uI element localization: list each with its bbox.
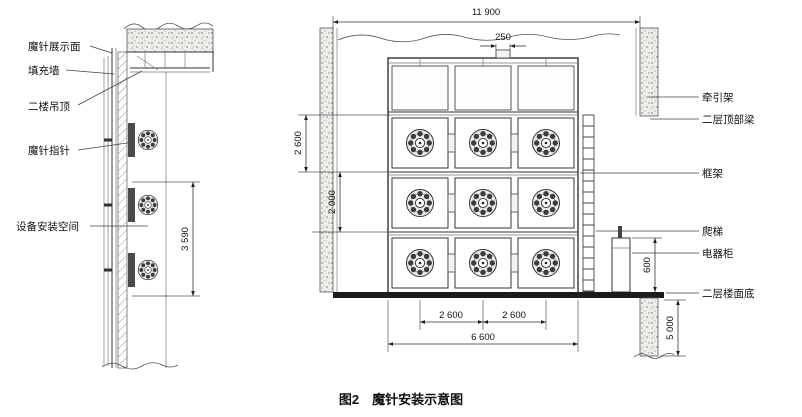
pointer-mark [104,203,112,207]
labels-left: 魔针展示面 填充墙 二楼吊顶 魔针指针 设备安装空间 [16,40,148,233]
dim-install-height: 3 590 [180,227,191,251]
needle-units-section [104,123,159,287]
dim-cabinet-clearance: 600 [642,257,653,273]
dim-floor-height: 5 000 [665,316,676,340]
label-needle-pointer: 魔针指针 [28,144,70,157]
break-line-top [123,22,214,31]
traction-panel [454,65,512,111]
top-beam-hatch [639,27,659,117]
pointer-mark [104,268,112,272]
fill-wall-hatch [117,51,128,369]
needle-row-2 [391,177,575,229]
traction-panel [391,65,449,111]
label-display-surface: 魔针展示面 [28,40,81,53]
labels-right: 牵引架 二层顶部梁 框架 爬梯 电器柜 二层楼面底 [580,91,755,300]
suspended-ceiling [130,52,210,73]
dim-overall-width: 11 900 [472,7,500,18]
pointer-mark [104,138,112,142]
main-frame [387,49,579,297]
bracket [128,188,135,222]
ceiling-slab-hatch [126,28,214,53]
needle-row-1 [391,117,575,169]
break-line-ground [633,352,675,359]
dim-row-upper: 2 600 [293,131,304,155]
label-top-beam: 二层顶部梁 [702,113,755,126]
figure-caption: 图2 魔针安装示意图 [339,392,463,407]
section-view [101,22,214,370]
left-wall-hatch [319,27,334,293]
front-view [319,27,675,359]
dim-frame-width: 6 600 [471,332,495,343]
label-equipment-space: 设备安装空间 [16,220,79,233]
dim-row-lower: 2 000 [327,190,338,214]
break-line-span [337,33,621,43]
label-frame: 框架 [702,167,723,180]
electrical-cabinet [611,226,631,293]
floor-slab [333,292,664,298]
below-floor-wall-hatch [639,297,659,357]
hanger-lug [495,49,511,59]
dim-top-gap: 250 [495,32,511,43]
dimensions: 11 900 250 2 600 2 000 2 600 2 600 6 600… [132,7,686,357]
bracket [128,253,135,287]
label-ceiling: 二楼吊顶 [28,100,70,113]
dim-bay-left: 2 600 [439,310,463,321]
label-traction-frame: 牵引架 [702,91,734,104]
bracket [128,123,135,157]
needle-row-3 [391,237,575,289]
break-line-bottom [101,362,179,370]
dim-bay-right: 2 600 [502,310,526,321]
ladder [582,114,595,293]
traction-panel [517,65,575,111]
label-electrical-cabinet: 电器柜 [702,247,734,260]
label-fill-wall: 填充墙 [28,64,60,77]
display-wall [103,48,167,369]
label-ladder: 爬梯 [702,225,723,238]
frame-beams [388,111,578,236]
label-floor-bottom: 二层楼面底 [702,287,755,300]
